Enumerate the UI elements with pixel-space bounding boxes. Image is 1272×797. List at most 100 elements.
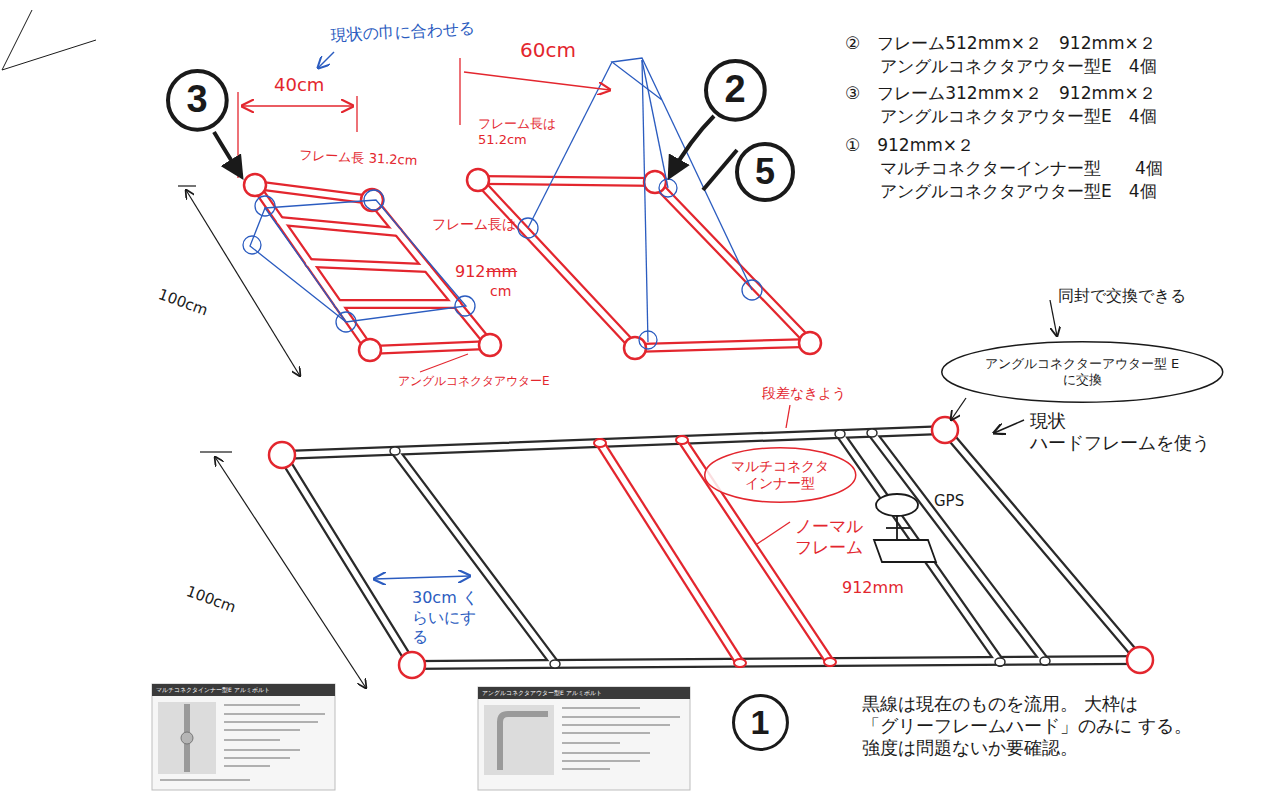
- sketch-stroke: [562, 707, 640, 709]
- sketch-stroke: [951, 398, 966, 420]
- sketch-stroke: [390, 447, 400, 455]
- sketch-stroke: [518, 218, 538, 238]
- sketch-stroke: [2, 10, 32, 70]
- sketch-stroke: [255, 196, 275, 216]
- sketch-stroke: [464, 72, 610, 90]
- frame-length-label: 912mm: [842, 578, 904, 598]
- sketch-stroke: [639, 331, 657, 349]
- sketch-stroke: [562, 752, 650, 754]
- sketch-stroke: [160, 779, 250, 781]
- sketch-stroke: [152, 684, 335, 696]
- sketch-stroke: [399, 652, 425, 678]
- parts-list-line: マルチコネクターインナー型 4個: [880, 158, 1163, 179]
- angle-connectors: [244, 169, 1153, 678]
- sketch-stroke: [356, 96, 357, 132]
- sketch-stroke: [186, 190, 300, 376]
- sketch-stroke: [200, 451, 232, 452]
- outline: [706, 61, 765, 120]
- sketch-stroke: [642, 60, 668, 188]
- sketch-stroke: [459, 58, 460, 125]
- sketch-stroke: [886, 527, 910, 529]
- dimension-label: 40cm: [274, 74, 324, 96]
- part-name: ノーマル フレーム: [795, 516, 873, 557]
- frame-length-label: フレーム長は: [432, 216, 516, 233]
- sketch-stroke: [876, 494, 918, 516]
- callout-digit: 2: [724, 67, 745, 113]
- parts-list-line: ② フレーム512mm×２ 912mm×２: [845, 33, 1156, 54]
- sketch-stroke: [662, 100, 752, 290]
- screenshot-title: マルチコネクタインナー型E アルミボルト: [156, 686, 270, 693]
- sketch-stroke: [562, 708, 680, 769]
- sketch-stroke: [478, 687, 690, 790]
- handwritten-note: 段差なきよう: [762, 385, 846, 402]
- sketch-stroke: [359, 339, 381, 361]
- blue-overlay: [243, 190, 475, 332]
- sketch-stroke: [562, 732, 650, 734]
- sketch-stroke: [562, 760, 640, 762]
- frame-length-label: 912: [455, 262, 486, 282]
- note-text: アングルコネクターアウター型 E に交換: [980, 356, 1185, 387]
- sketch-stroke: [562, 742, 620, 744]
- corner-scribble: [2, 10, 96, 70]
- dimension-label: 30cm くらいにする: [412, 588, 484, 647]
- sketch-stroke: [237, 92, 238, 178]
- sketch-stroke: [244, 174, 266, 196]
- unit-label: cm: [490, 283, 511, 300]
- sketch-stroke: [932, 417, 958, 443]
- gps-unit: [874, 494, 936, 562]
- sketch-stroke: [374, 576, 470, 579]
- sketch-stroke: [269, 442, 295, 468]
- sketch-stroke: [824, 658, 836, 666]
- outline: [942, 342, 1223, 403]
- parts-list-line: アングルコネクタアウター型E 4個: [880, 181, 1157, 202]
- sketch-stroke: [214, 132, 241, 176]
- callout-digit: 3: [186, 77, 207, 123]
- sketch-stroke: [550, 660, 560, 668]
- sketch-stroke: [152, 684, 335, 790]
- new-frame: [255, 180, 830, 663]
- sketch-stroke: [562, 716, 680, 718]
- sketch-stroke: [562, 768, 610, 770]
- sketch-stroke: [528, 62, 612, 228]
- sketch-stroke: [874, 540, 936, 562]
- outline: [705, 448, 856, 503]
- parts-list-line: アングルコネクタアウター型E 4個: [880, 56, 1157, 77]
- sketch-stroke: [835, 430, 845, 438]
- handwritten-note: 現状 ハードフレームを使う: [1030, 410, 1220, 454]
- parts-list-line: ① 912mm×２: [845, 135, 974, 156]
- note-text: マルチコネクタ インナー型: [728, 458, 833, 492]
- sketch-stroke: [562, 724, 670, 726]
- sketch-stroke: [670, 116, 714, 176]
- dimension-label: 100cm: [184, 582, 239, 617]
- new-frame-inner: [255, 180, 830, 663]
- sketch-stroke: [644, 171, 666, 193]
- blue-overlay: [518, 58, 762, 349]
- sketch-stroke: [867, 429, 877, 437]
- note-ellipse: マルチコネクタ インナー型: [704, 447, 857, 503]
- sketch-stroke: [224, 765, 270, 767]
- sketch-stroke: [224, 757, 290, 759]
- existing-frame-inner: [282, 430, 1140, 665]
- callout-digit: 5: [755, 150, 775, 193]
- sketch-stroke: [479, 334, 501, 356]
- dimension-lines: [178, 58, 610, 688]
- parts-list-line: ③ フレーム312mm×２ 912mm×２: [845, 83, 1156, 104]
- sketch-stroke: [178, 185, 196, 186]
- sketch-stroke: [478, 687, 690, 699]
- sketch-stroke: [420, 354, 468, 372]
- sketch-stroke: [215, 457, 366, 688]
- dimension-label: 60cm: [520, 38, 576, 62]
- frame-length-label: フレーム長 31.2cm: [299, 147, 418, 169]
- sketch-stroke: [181, 732, 193, 744]
- sketch-stroke: [364, 190, 384, 210]
- sketch-stroke: [160, 705, 325, 780]
- part-name: GPS: [934, 492, 964, 510]
- sketch-stroke: [1127, 647, 1153, 673]
- outline: [168, 71, 227, 130]
- sketch-stroke: [2, 40, 96, 70]
- callout-digit: 1: [751, 702, 770, 743]
- sketch-stroke: [484, 705, 554, 775]
- struck-unit: mm: [486, 262, 517, 282]
- part-name: アングルコネクタアウターE: [398, 374, 550, 389]
